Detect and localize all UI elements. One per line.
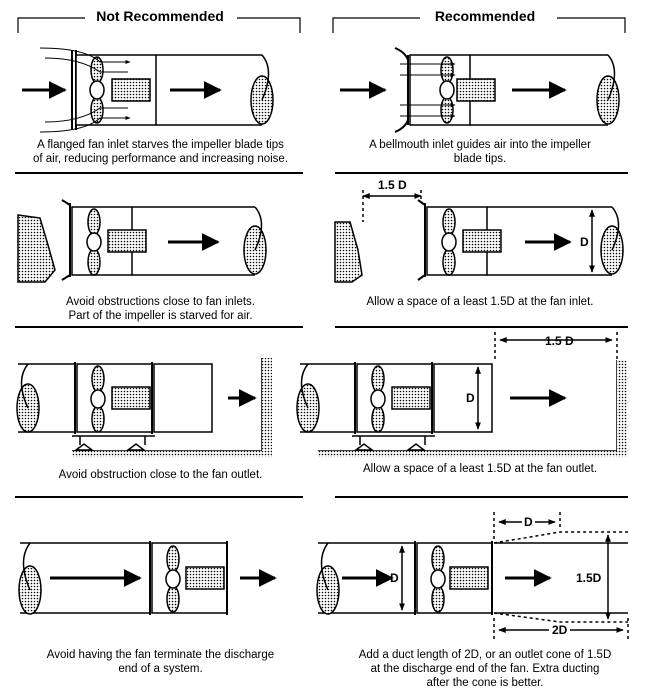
r3-space-label: 1.5 D: [545, 334, 574, 348]
r4-d-label: D: [390, 571, 399, 585]
r4-duct-length-label: 2D: [549, 623, 571, 637]
r2-space-label: 1.5 D: [378, 178, 407, 192]
caption-r1-left: A flanged fan inlet starves the impeller…: [32, 139, 289, 165]
r2-d-label: D: [580, 235, 589, 249]
r4-left-drawing: [18, 541, 277, 615]
row-dividers: [15, 172, 628, 498]
r2-left-drawing: [17, 199, 267, 283]
r1-right-drawing: [340, 47, 620, 133]
caption-r1-right: A bellmouth inlet guides air into the im…: [369, 139, 591, 165]
r4-cone-diameter-label: 1.5D: [576, 571, 602, 585]
r3-right-drawing: [296, 332, 627, 457]
caption-r3-right: Allow a space of a least 1.5D at the fan…: [363, 463, 597, 475]
r3-d-label: D: [466, 391, 475, 405]
header-bracket-left: [17, 17, 301, 33]
caption-r4-left: Avoid having the fan terminate the disch…: [46, 649, 275, 675]
r1-left-drawing: [22, 47, 274, 133]
caption-r3-left: Avoid obstruction close to the fan outle…: [58, 469, 263, 481]
header-recommended: Recommended: [434, 8, 536, 24]
header-bracket-right: [332, 17, 626, 33]
r3-left-drawing: [16, 358, 272, 457]
caption-r2-left: Avoid obstructions close to fan inlets.P…: [65, 296, 255, 322]
r4-right-drawing: [316, 512, 629, 640]
caption-r2-right: Allow a space of a least 1.5D at the fan…: [366, 296, 594, 308]
header-not-recommended: Not Recommended: [96, 8, 224, 24]
r4-cone-length-label: D: [522, 515, 535, 529]
r2-right-drawing: [334, 190, 624, 283]
caption-r4-right: Add a duct length of 2D, or an outlet co…: [358, 649, 612, 689]
